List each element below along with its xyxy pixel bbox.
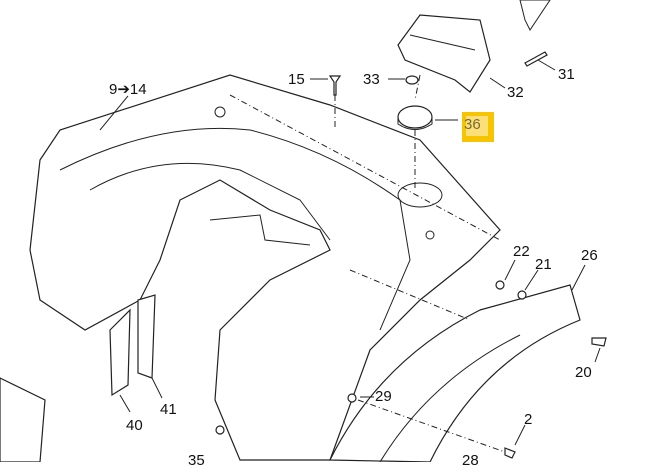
highlight-part-36	[462, 112, 494, 142]
box-part-32	[397, 14, 491, 93]
label-33: 33	[363, 71, 380, 88]
label-2: 2	[524, 411, 533, 428]
label-36[interactable]: 36	[464, 116, 481, 133]
label-9-14: 9➔14	[109, 81, 147, 98]
label-29: 29	[375, 388, 392, 405]
label-20: 20	[575, 364, 592, 381]
label-31: 31	[558, 66, 575, 83]
label-21: 21	[535, 256, 552, 273]
label-22: 22	[513, 243, 530, 260]
cap-part-36	[397, 105, 433, 129]
label-28: 28	[462, 452, 479, 469]
label-26: 26	[581, 247, 598, 264]
label-35: 35	[188, 452, 205, 469]
label-40: 40	[126, 417, 143, 434]
label-32: 32	[507, 84, 524, 101]
label-41: 41	[160, 401, 177, 418]
label-15: 15	[288, 71, 305, 88]
